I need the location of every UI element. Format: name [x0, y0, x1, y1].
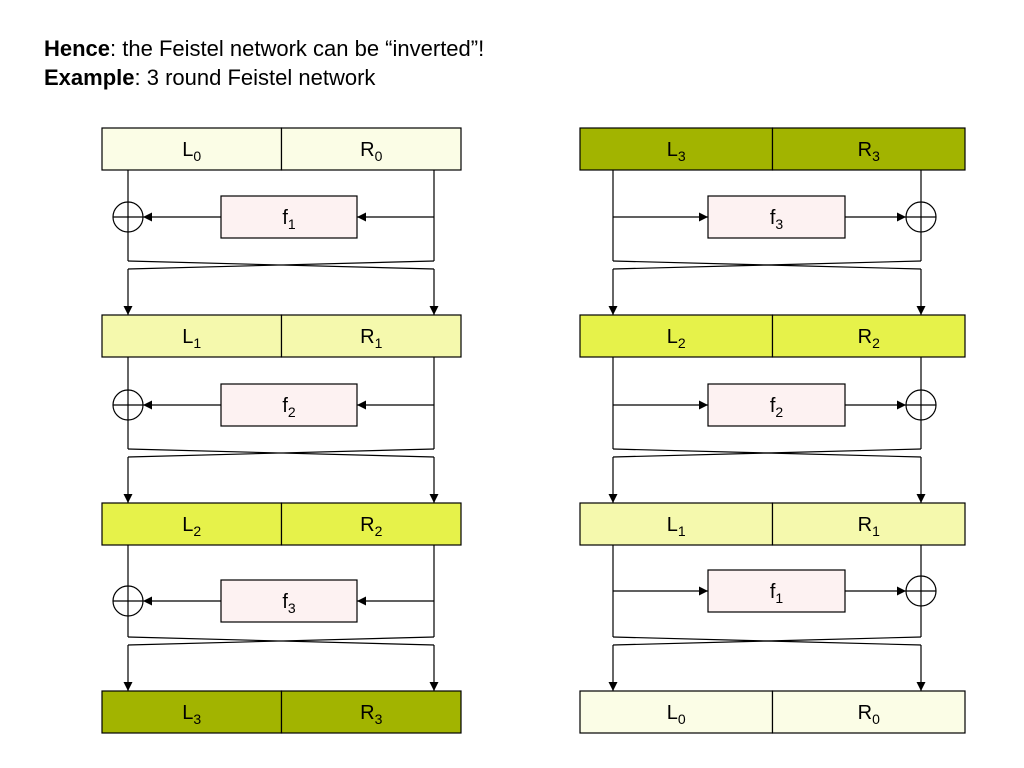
enc-stage-3-right-label: R3: [360, 702, 382, 727]
dec-stage-2-left-label: L1: [667, 514, 686, 539]
dec-round-1-xor-icon: [905, 389, 937, 421]
dec-stage-0-left-label: L3: [667, 139, 686, 164]
dec-stage-1-right-box: [771, 314, 966, 358]
dec-round-2-cross-b: [612, 636, 922, 646]
enc-stage-3-right-box: [280, 690, 462, 734]
enc-stage-1-right-label: R1: [360, 326, 382, 351]
dec-stage-1-right-label: R2: [858, 326, 880, 351]
enc-round-0-xor-icon: [112, 201, 144, 233]
enc-round-1-function-box: [220, 383, 358, 427]
dec-round-1-cross-b: [612, 448, 922, 458]
enc-round-2-function-box: [220, 579, 358, 623]
enc-stage-3-left-label: L3: [182, 702, 201, 727]
dec-round-2-xor-icon: [905, 575, 937, 607]
dec-round-2-function-box: [707, 569, 846, 613]
enc-round-2-xor-icon: [112, 585, 144, 617]
enc-stage-0-right-box: [280, 127, 462, 171]
heading-hence-text: : the Feistel network can be “inverted”!: [110, 36, 485, 61]
enc-round-1-cross-b: [127, 448, 435, 458]
enc-round-0-function-label: f1: [282, 207, 296, 232]
dec-round-2-function-label: f1: [770, 581, 784, 606]
dec-round-1-function-label: f2: [770, 395, 784, 420]
enc-round-1-xor-icon: [112, 389, 144, 421]
enc-stage-0-left-label: L0: [182, 139, 201, 164]
enc-round-0-cross-b: [127, 260, 435, 270]
heading-example-text: : 3 round Feistel network: [134, 65, 376, 90]
heading-example: Example: [44, 65, 135, 90]
dec-round-0-cross-b: [612, 260, 922, 270]
heading-line-2: Example: 3 round Feistel network: [44, 63, 484, 92]
enc-stage-1-left-label: L1: [182, 326, 201, 351]
dec-stage-0-left-box: [579, 127, 774, 171]
heading-line-1: Hence: the Feistel network can be “inver…: [44, 34, 484, 63]
dec-stage-2-right-label: R1: [858, 514, 880, 539]
enc-round-2-function-label: f3: [282, 591, 296, 616]
enc-stage-2-left-box: [101, 502, 283, 546]
dec-round-0-xor-icon: [905, 201, 937, 233]
enc-stage-2-right-label: R2: [360, 514, 382, 539]
dec-stage-2-right-box: [771, 502, 966, 546]
enc-round-1-function-label: f2: [282, 395, 296, 420]
slide-heading: Hence: the Feistel network can be “inver…: [44, 34, 484, 92]
dec-stage-3-right-label: R0: [858, 702, 880, 727]
dec-stage-3-left-label: L0: [667, 702, 686, 727]
dec-stage-3-left-box: [579, 690, 774, 734]
dec-round-0-function-label: f3: [770, 207, 784, 232]
dec-stage-0-right-label: R3: [858, 139, 880, 164]
enc-stage-1-right-box: [280, 314, 462, 358]
enc-stage-2-right-box: [280, 502, 462, 546]
enc-stage-0-left-box: [101, 127, 283, 171]
enc-stage-0-right-label: R0: [360, 139, 382, 164]
enc-stage-1-left-box: [101, 314, 283, 358]
dec-stage-1-left-label: L2: [667, 326, 686, 351]
dec-stage-3-right-box: [771, 690, 966, 734]
enc-round-0-function-box: [220, 195, 358, 239]
enc-stage-2-left-label: L2: [182, 514, 201, 539]
enc-round-2-cross-b: [127, 636, 435, 646]
dec-stage-0-right-box: [771, 127, 966, 171]
heading-hence: Hence: [44, 36, 111, 61]
